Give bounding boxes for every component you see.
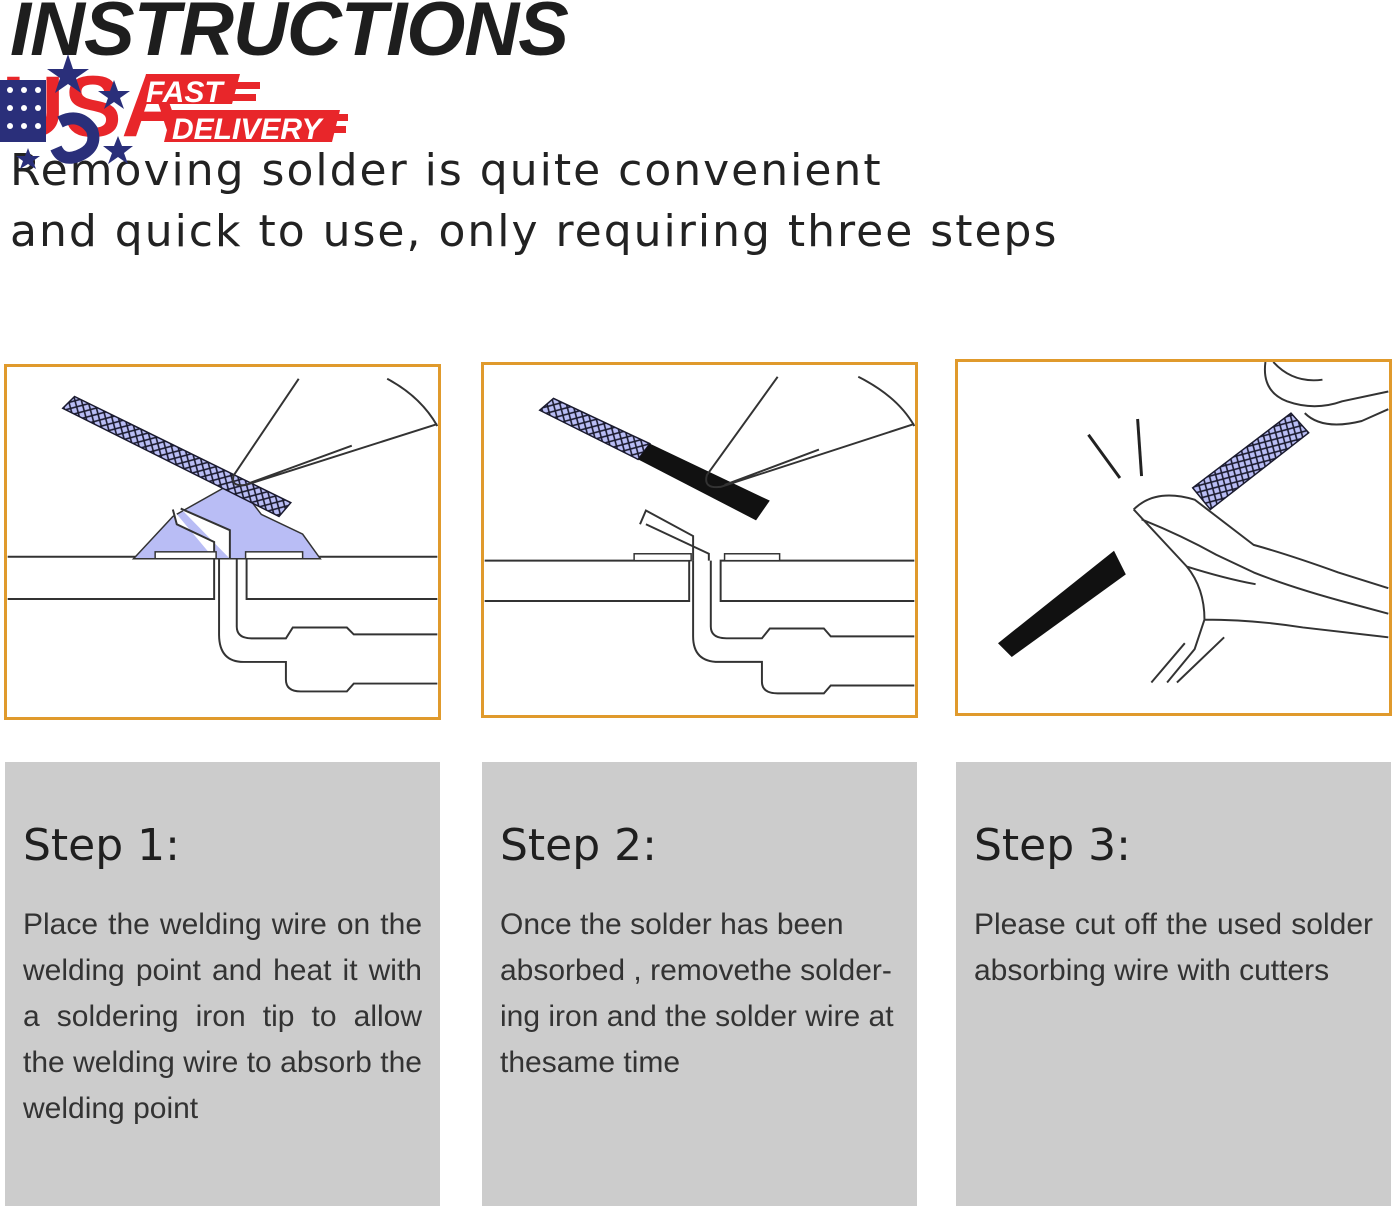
solder-joint: [131, 480, 322, 560]
solder-wick-braid: [1191, 412, 1310, 511]
step-3-illustration: [955, 359, 1392, 716]
circuit-board: [484, 559, 915, 695]
solder-wick-braid: [61, 395, 293, 518]
step-2-description: Once the solder has been absorbed , remo…: [500, 908, 894, 1079]
step-1-card: Step 1: Place the welding wire on the we…: [5, 762, 440, 1206]
star-icon: [16, 54, 133, 169]
step-1-description: Place the welding wire on the welding po…: [23, 908, 422, 1125]
pad-left: [154, 551, 217, 560]
step-1-title: Step 1:: [23, 820, 180, 871]
circuit-board: [7, 555, 438, 693]
cut-wick-piece: [998, 550, 1126, 657]
page-title: INSTRUCTIONS: [10, 0, 569, 72]
cutters-icon: [1132, 494, 1389, 684]
fast-label: FAST: [138, 74, 240, 109]
flag-swoosh: [50, 112, 100, 164]
pad-right: [244, 551, 304, 560]
step-2-title: Step 2:: [500, 820, 657, 871]
svg-text:FAST: FAST: [146, 76, 225, 109]
step-3-title: Step 3:: [974, 820, 1131, 871]
pad-left: [633, 553, 692, 562]
intro-line-2: and quick to use, only requiring three s…: [10, 206, 1059, 257]
step-2-illustration: [481, 362, 918, 718]
component-lead: [171, 507, 231, 559]
pad-right: [723, 553, 781, 562]
delivery-label: DELIVERY: [164, 110, 340, 146]
step-2-card: Step 2: Once the solder has been absorbe…: [482, 762, 917, 1206]
intro-line-1: Removing solder is quite convenient: [10, 145, 883, 196]
solder-wick-braid: [538, 397, 651, 461]
svg-text:DELIVERY: DELIVERY: [172, 113, 324, 146]
usa-fast-delivery-logo: USA FAST DELIVERY: [0, 54, 348, 169]
cut-motion-lines: [1087, 418, 1144, 479]
intro-text: Removing solder is quite convenient and …: [10, 140, 1058, 262]
soldering-iron-tip: [705, 375, 915, 489]
soldering-iron-tip: [232, 377, 438, 487]
component-lead: [639, 509, 710, 561]
step-1-illustration: [4, 364, 441, 720]
spool-icon: [1263, 362, 1389, 426]
step-3-card: Step 3: Please cut off the used solder a…: [956, 762, 1391, 1206]
star-icon: [7, 87, 41, 129]
used-solder-wick: [638, 443, 770, 521]
step-3-description: Please cut off the used solder absorbing…: [974, 908, 1373, 987]
